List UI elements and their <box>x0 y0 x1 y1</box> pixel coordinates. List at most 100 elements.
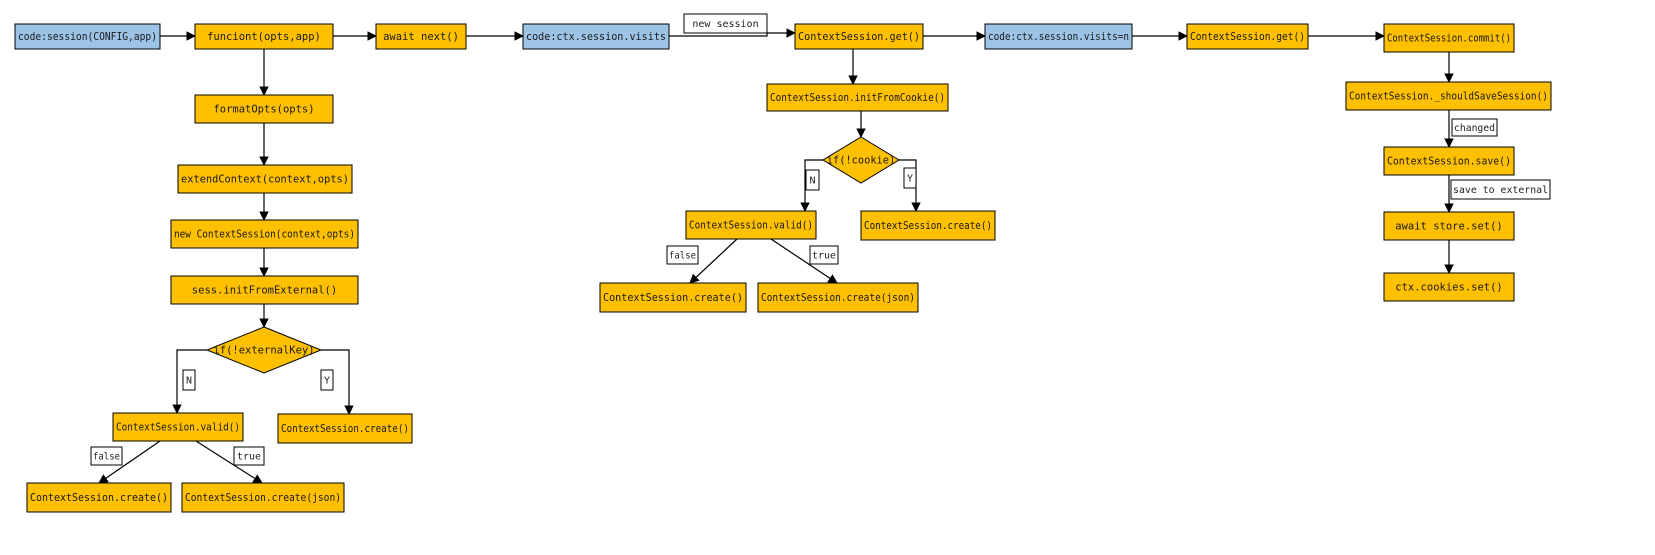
node-label: ContextSession.create() <box>864 220 992 232</box>
edge-label-box <box>1450 179 1551 200</box>
edge-ifext-valid1 <box>172 349 207 414</box>
node-box <box>1383 272 1515 302</box>
node-create2f: ContextSession.create() <box>599 282 747 313</box>
edge-label-box <box>683 13 768 34</box>
node-box <box>860 210 996 241</box>
node-label: ctx.cookies.set() <box>1395 282 1502 294</box>
edge-label-text: false <box>93 452 120 463</box>
edge-label-n2: N <box>805 169 820 191</box>
node-funciont: funciont(opts,app) <box>194 23 334 50</box>
node-storeset: await store.set() <box>1383 211 1515 241</box>
edge-label-box <box>320 369 334 391</box>
edge-label-newsession: new session <box>683 13 768 34</box>
node-initext: sess.initFromExternal() <box>170 275 359 305</box>
node-box <box>375 23 467 50</box>
node-label: ContextSession.create(json) <box>185 492 341 504</box>
node-box <box>685 210 817 240</box>
edge-label-text: Y <box>907 174 913 185</box>
node-label: ContextSession.initFromCookie() <box>770 92 945 104</box>
decision-shape <box>822 136 900 184</box>
edge-label-y1: Y <box>320 369 334 391</box>
edge-label-box <box>90 446 123 466</box>
node-valid2: ContextSession.valid() <box>685 210 817 240</box>
node-visits: code:ctx.session.visits <box>522 23 670 50</box>
node-label: ContextSession._shouldSaveSession() <box>1349 91 1548 103</box>
node-label: ContextSession.create() <box>281 423 409 435</box>
edge-valid1-create1f <box>98 440 161 484</box>
edge-label-text: changed <box>1454 123 1495 134</box>
node-ifcookie: if(!cookie) <box>822 136 900 184</box>
node-label: extendContext(context,opts) <box>181 174 349 186</box>
edge-label-box <box>182 369 196 391</box>
node-await: await next() <box>375 23 467 50</box>
edge-valid2-create2f <box>689 238 738 284</box>
edge-label-text: true <box>237 452 261 463</box>
node-save: ContextSession.save() <box>1383 146 1515 176</box>
node-visitsn: code:ctx.session.visits=n <box>984 23 1133 50</box>
node-box <box>26 482 172 513</box>
node-box <box>277 413 413 444</box>
edge-label-y2: Y <box>903 167 917 189</box>
node-label: new ContextSession(context,opts) <box>174 229 355 241</box>
edge-label-box <box>805 169 820 191</box>
edge-visits-get1 <box>669 28 796 38</box>
node-label: code:session(CONFIG,app) <box>18 31 157 43</box>
node-label: await next() <box>383 31 459 43</box>
edge-label-n1: N <box>182 369 196 391</box>
node-box <box>1186 23 1309 50</box>
edge-label-box <box>1451 118 1498 137</box>
node-box <box>112 412 244 442</box>
node-newcs: new ContextSession(context,opts) <box>170 219 359 249</box>
node-box <box>1383 23 1515 53</box>
node-ifext: if(!externalKey) <box>205 326 323 374</box>
node-cookieset: ctx.cookies.set() <box>1383 272 1515 302</box>
node-valid1: ContextSession.valid() <box>112 412 244 442</box>
node-box <box>170 219 359 249</box>
edge-ifcookie-valid2 <box>800 159 823 212</box>
node-format: formatOpts(opts) <box>194 94 334 124</box>
edge-label-text: new session <box>692 19 758 30</box>
edge-valid1-create1t <box>195 440 263 484</box>
decision-shape <box>205 326 323 374</box>
edge-ifext-create1y <box>321 349 354 415</box>
node-label: if(!externalKey) <box>213 345 314 357</box>
node-extend: extendContext(context,opts) <box>177 164 353 194</box>
node-label: code:ctx.session.visits <box>526 31 666 43</box>
edge-label-text: Y <box>324 376 330 387</box>
node-label: ContextSession.create() <box>30 492 168 504</box>
node-label: if(!cookie) <box>827 155 895 167</box>
node-get2: ContextSession.get() <box>1186 23 1309 50</box>
node-box <box>177 164 353 194</box>
node-box <box>599 282 747 313</box>
node-label: ContextSession.create(json) <box>761 292 915 304</box>
node-box <box>1345 81 1552 111</box>
node-label: ContextSession.commit() <box>1387 33 1511 45</box>
node-commit: ContextSession.commit() <box>1383 23 1515 53</box>
node-label: ContextSession.get() <box>1190 31 1305 43</box>
edge-label-false2: false <box>666 245 699 265</box>
edge-valid2-create2t <box>770 238 838 284</box>
node-box <box>14 23 161 50</box>
node-should: ContextSession._shouldSaveSession() <box>1345 81 1552 111</box>
edge-label-box <box>666 245 699 265</box>
node-label: ContextSession.valid() <box>116 422 240 434</box>
edge-label-changed: changed <box>1451 118 1498 137</box>
node-label: sess.initFromExternal() <box>192 285 337 297</box>
node-label: funciont(opts,app) <box>207 31 321 43</box>
node-create1f: ContextSession.create() <box>26 482 172 513</box>
node-box <box>170 275 359 305</box>
node-label: ContextSession.valid() <box>689 220 813 232</box>
edge-label-true1: true <box>233 446 265 466</box>
edge-label-box <box>233 446 265 466</box>
node-label: code:ctx.session.visits=n <box>988 31 1129 43</box>
node-box <box>1383 211 1515 241</box>
node-box <box>794 23 924 50</box>
node-box <box>194 94 334 124</box>
edge-label-box <box>903 167 917 189</box>
node-create2y: ContextSession.create() <box>860 210 996 241</box>
node-label: ContextSession.create() <box>603 292 743 304</box>
edge-label-text: save to external <box>1453 185 1548 196</box>
node-initcookie: ContextSession.initFromCookie() <box>766 83 949 112</box>
node-box <box>194 23 334 50</box>
